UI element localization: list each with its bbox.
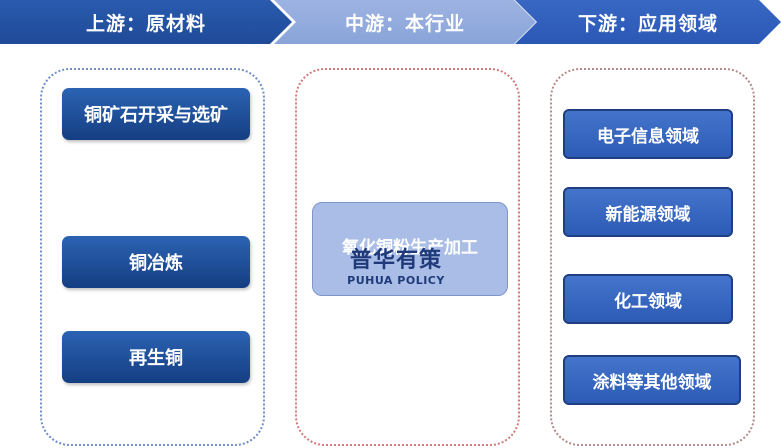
upstream-node-recycled-copper: 再生铜: [62, 331, 250, 383]
upstream-node-smelting: 铜冶炼: [62, 236, 250, 288]
upstream-header-label: 上游：原材料: [85, 12, 206, 35]
upstream-header: 上游：原材料: [0, 0, 292, 44]
midstream-node-copper-oxide-production: 氧化铜粉生产加工: [312, 202, 508, 296]
upstream-panel: [40, 68, 265, 446]
downstream-header-label: 下游：应用领域: [577, 12, 718, 35]
midstream-panel: [295, 68, 520, 446]
downstream-node-coatings-other: 涂料等其他领域: [563, 355, 741, 405]
midstream-header-label: 中游：本行业: [344, 12, 465, 35]
midstream-node-label: 氧化铜粉生产加工: [342, 237, 478, 258]
upstream-node-mining: 铜矿石开采与选矿: [62, 88, 250, 140]
midstream-header: 中游：本行业: [274, 0, 536, 44]
downstream-header: 下游：应用领域: [515, 0, 781, 44]
downstream-node-new-energy: 新能源领域: [563, 187, 733, 237]
downstream-node-chemical: 化工领域: [563, 274, 733, 324]
downstream-node-electronics: 电子信息领域: [563, 109, 733, 159]
downstream-panel: [550, 68, 755, 446]
